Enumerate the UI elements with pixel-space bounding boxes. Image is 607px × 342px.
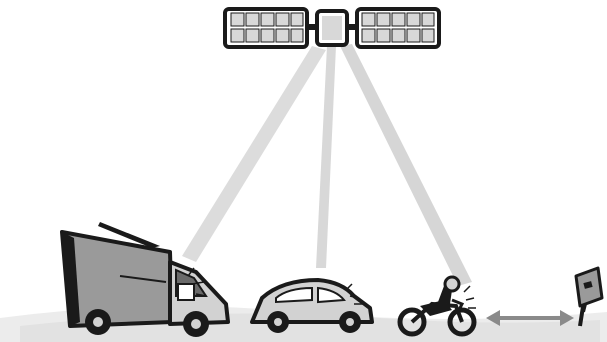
- beam-to-car: [316, 46, 336, 268]
- satellite-icon: [225, 9, 439, 47]
- beam-to-truck: [182, 46, 326, 262]
- signal-beams: [182, 44, 472, 286]
- beam-to-motorcycle: [340, 44, 472, 286]
